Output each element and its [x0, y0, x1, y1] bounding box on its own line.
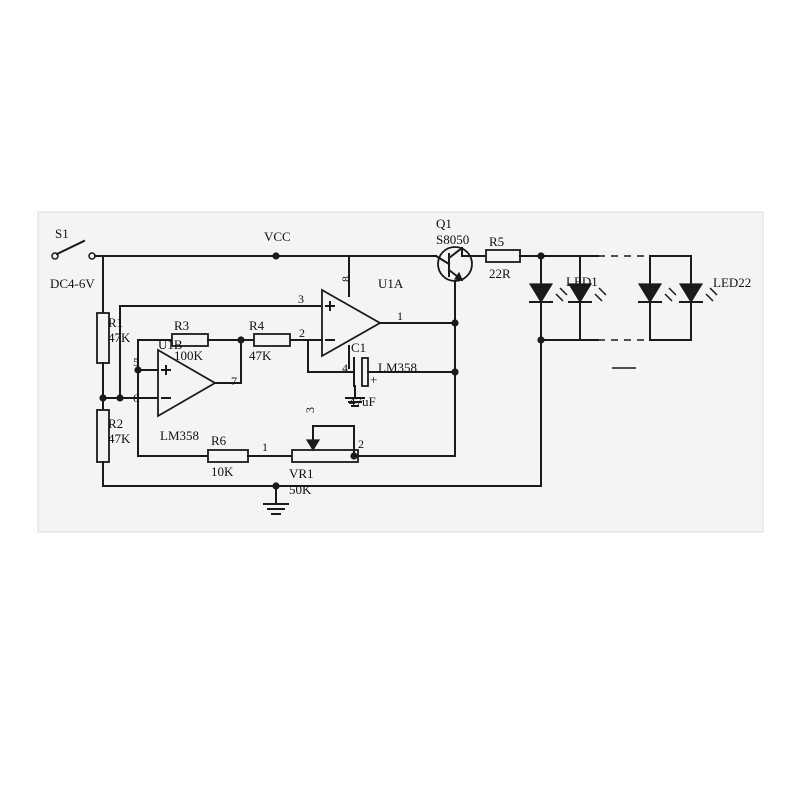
opamp-u1b — [134, 339, 242, 457]
label-r4: R4 — [249, 318, 265, 333]
label-r6-value: 10K — [211, 464, 234, 479]
resistor-r2 — [96, 409, 110, 487]
label-lm358-a: LM358 — [378, 360, 417, 375]
pin-u1a-2: 2 — [299, 326, 305, 340]
resistor-r5 — [485, 249, 599, 263]
pin-u1b-6: 6 — [133, 391, 139, 405]
label-r1: R1 — [108, 315, 123, 330]
label-r2: R2 — [108, 416, 123, 431]
led1-diode-second — [567, 283, 607, 304]
label-r4-value: 47K — [249, 348, 272, 363]
label-r2-value: 47K — [108, 431, 131, 446]
label-vcc: VCC — [264, 229, 291, 244]
label-c1-plus: + — [370, 372, 377, 387]
label-r5: R5 — [489, 234, 504, 249]
led22-diode — [678, 283, 718, 304]
pin-vr1-1: 1 — [262, 440, 268, 454]
pin-u1a-3: 3 — [298, 292, 304, 306]
label-s1: S1 — [55, 226, 69, 241]
label-u1a: U1A — [378, 276, 404, 291]
label-r5-value: 22R — [489, 266, 511, 281]
transistor-q1 — [434, 246, 487, 451]
label-lm358-b: LM358 — [160, 428, 199, 443]
pin-vr1-3: 3 — [303, 407, 317, 413]
pin-vr1-2: 2 — [358, 437, 364, 451]
pin-u1b-7: 7 — [231, 374, 237, 388]
label-r3: R3 — [174, 318, 189, 333]
u1a-inverting-wires — [289, 339, 354, 373]
label-vr1-value: 50K — [289, 482, 312, 497]
pin-u1a-4: 4 — [342, 361, 348, 375]
potentiometer-vr1 — [291, 425, 456, 463]
resistor-r1 — [96, 255, 110, 411]
capacitor-c1 — [345, 357, 456, 407]
divider-wires — [99, 305, 321, 402]
led22-diode-first — [637, 283, 677, 304]
label-r3-value: 100K — [174, 348, 204, 363]
label-led22: LED22 — [713, 275, 751, 290]
pin-u1a-1: 1 — [397, 309, 403, 323]
label-q1-part: S8050 — [436, 232, 469, 247]
label-u1b: U1B — [158, 337, 183, 352]
label-c1: C1 — [351, 340, 366, 355]
ground-rail — [102, 339, 542, 515]
led1-diode — [528, 283, 568, 304]
vcc-rail — [94, 252, 437, 297]
label-r6: R6 — [211, 433, 227, 448]
resistor-r6 — [137, 449, 293, 463]
label-led1: LED1 — [566, 274, 598, 289]
pin-u1a-8: 8 — [339, 276, 353, 282]
switch-s1 — [51, 239, 96, 260]
label-r1-value: 47K — [108, 330, 131, 345]
label-vr1: VR1 — [289, 466, 314, 481]
label-q1: Q1 — [436, 216, 452, 231]
opamp-u1a — [321, 288, 456, 369]
resistor-r4 — [240, 333, 291, 347]
pin-u1b-5: 5 — [133, 355, 139, 369]
label-supply: DC4-6V — [50, 276, 95, 291]
label-c1-value: 47uF — [349, 394, 376, 409]
